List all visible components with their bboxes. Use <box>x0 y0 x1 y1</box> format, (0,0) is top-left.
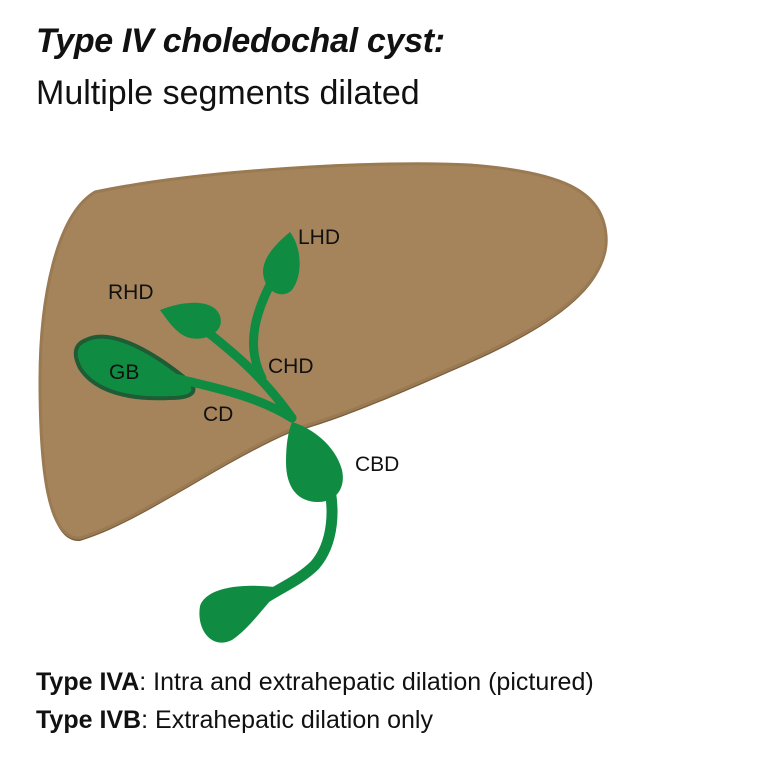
common-bile-duct-cyst <box>286 422 343 502</box>
label-lhd: LHD <box>298 226 340 249</box>
gallbladder-shape <box>73 334 196 401</box>
footnote-term: Type IVB <box>36 706 142 734</box>
cystic-duct <box>145 367 297 423</box>
right-hepatic-duct-cyst <box>160 302 221 339</box>
footnote-type-ivb: Type IVB: Extrahepatic dilation only <box>36 706 433 735</box>
footnote-term: Type IVA <box>36 668 140 696</box>
label-chd: CHD <box>268 355 314 378</box>
label-rhd: RHD <box>108 281 154 304</box>
label-cbd: CBD <box>355 453 399 476</box>
footnote-text: : Intra and extrahepatic dilation (pictu… <box>139 668 594 696</box>
right-hepatic-duct <box>200 325 297 423</box>
left-hepatic-duct-cyst <box>263 232 300 295</box>
diagram-subtitle: Multiple segments dilated <box>36 74 420 112</box>
label-cd: CD <box>203 403 233 426</box>
diagram-title: Type IV choledochal cyst: <box>36 22 445 60</box>
footnote-text: : Extrahepatic dilation only <box>141 706 433 734</box>
label-gb: GB <box>109 361 139 384</box>
liver-surface <box>38 162 608 540</box>
footnote-type-iva: Type IVA: Intra and extrahepatic dilatio… <box>36 668 594 697</box>
distal-duct-cyst <box>199 585 282 643</box>
